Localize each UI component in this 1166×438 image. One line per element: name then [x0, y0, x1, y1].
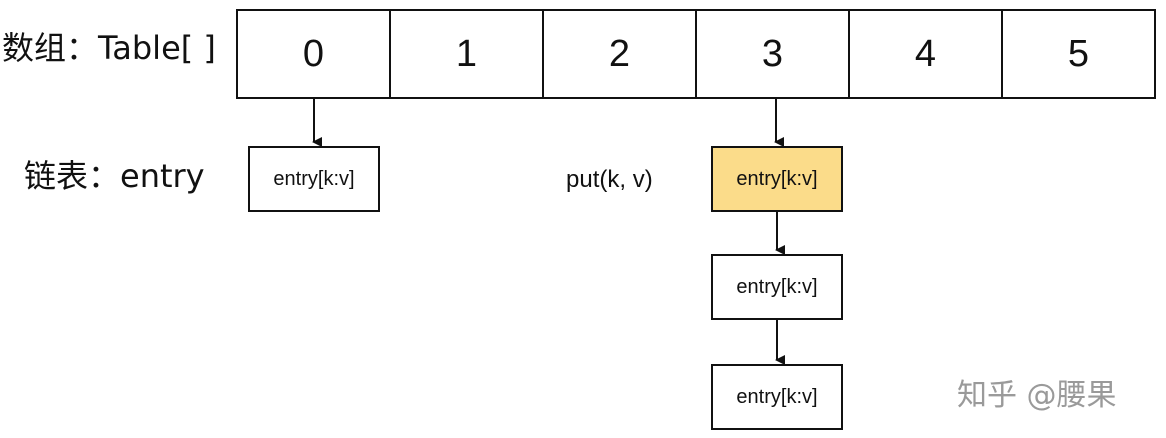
bucket-cell-2: 2: [544, 11, 697, 97]
entry-node-bucket3-second: entry[k:v]: [711, 254, 843, 320]
linked-list-label: 链表：entry: [24, 157, 205, 195]
bucket-cell-0: 0: [238, 11, 391, 97]
bucket-cell-1: 1: [391, 11, 544, 97]
watermark: 知乎 @腰果: [957, 378, 1117, 413]
bucket-cell-4: 4: [850, 11, 1003, 97]
put-operation-label: put(k, v): [566, 166, 653, 193]
bucket-array: 0 1 2 3 4 5: [236, 9, 1156, 99]
entry-node-bucket0: entry[k:v]: [248, 146, 380, 212]
bucket-cell-3: 3: [697, 11, 850, 97]
array-label: 数组：Table[ ]: [2, 29, 216, 67]
entry-node-new-highlighted: entry[k:v]: [711, 146, 843, 212]
bucket-cell-5: 5: [1067, 32, 1090, 75]
entry-node-bucket3-third: entry[k:v]: [711, 364, 843, 430]
